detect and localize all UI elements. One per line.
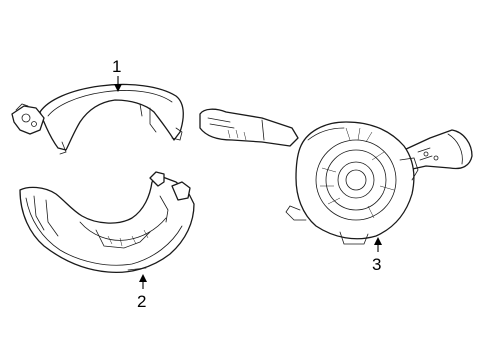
- callout-1-arrowhead: [114, 84, 122, 92]
- callout-2-arrowhead: [139, 274, 147, 282]
- callout-3-arrowhead: [374, 237, 382, 245]
- part-3-clockspring-switch-assembly: [199, 108, 473, 245]
- callout-1: 1: [112, 57, 122, 92]
- part-2-lower-column-cover: [19, 171, 195, 274]
- callout-3-label: 3: [372, 255, 381, 274]
- callout-1-label: 1: [112, 57, 121, 76]
- callout-2-label: 2: [137, 292, 146, 311]
- part-1-upper-column-cover: [11, 83, 184, 155]
- callout-3: 3: [372, 237, 382, 274]
- callout-2: 2: [137, 274, 147, 311]
